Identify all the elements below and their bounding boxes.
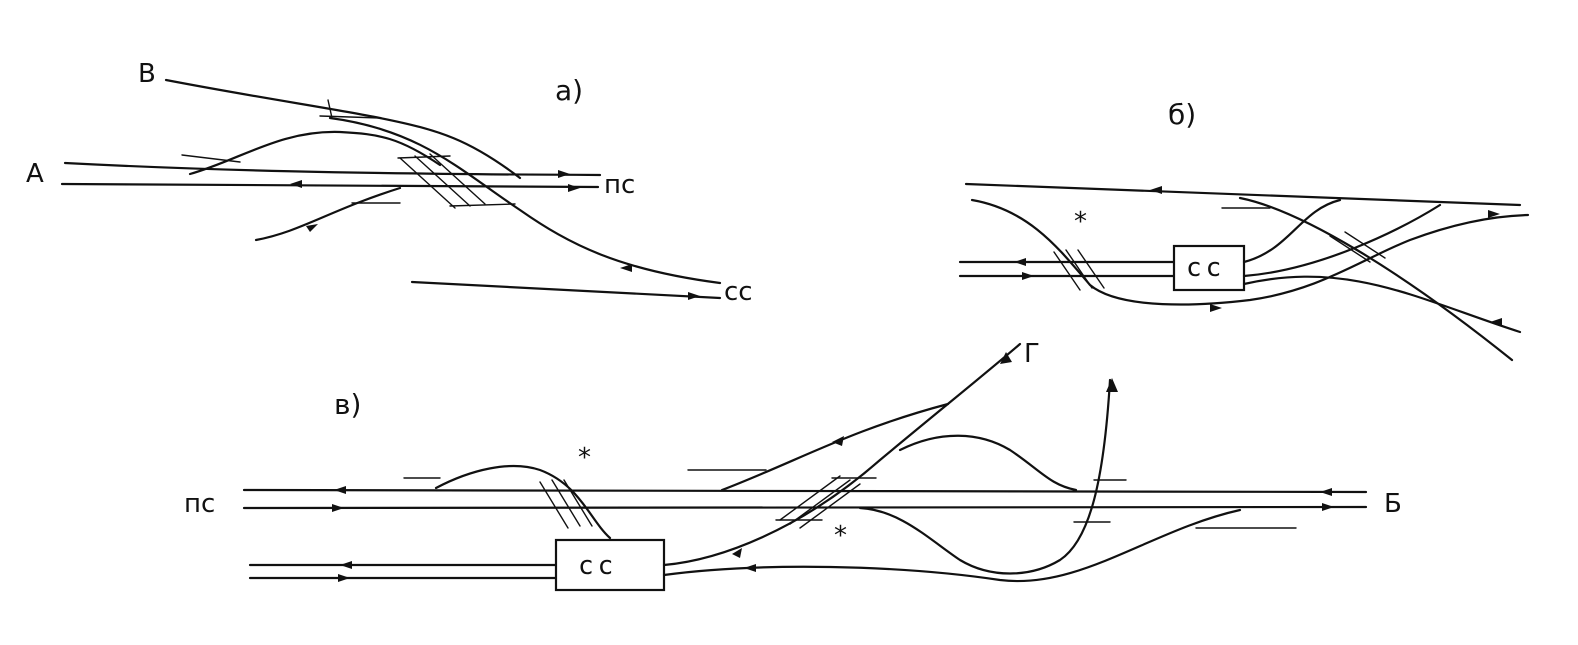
ladder-2 [414, 155, 471, 207]
ladder-b-1 [1053, 251, 1081, 291]
arrow-v-3 [1320, 488, 1332, 496]
track-b-diag-3 [1242, 275, 1522, 334]
track-v-hump-1 [434, 464, 612, 540]
ladder-b-5 [1344, 231, 1386, 259]
panel-b-label: б) [1168, 98, 1196, 131]
ladder-v-1 [539, 481, 569, 529]
arrow-a-6 [306, 224, 318, 232]
ladder-v-4 [779, 475, 841, 521]
arrow-v-1 [334, 486, 346, 494]
arrow-b-2 [1488, 210, 1500, 218]
panel-v-note-top: * [578, 443, 591, 473]
node-ss-label: сс [724, 277, 753, 307]
arrow-b-5 [1210, 304, 1222, 312]
panel-v-note-bottom: * [834, 521, 847, 551]
panel-v: в) пс Б Г * * сс [184, 339, 1402, 592]
arrow-v-5 [732, 548, 742, 558]
signal-stub-1 [181, 154, 241, 163]
arrow-a-2 [558, 170, 570, 178]
panel-b-note: * [1074, 207, 1087, 237]
node-b-label: Б [1384, 489, 1402, 519]
ladder-v-3 [563, 479, 593, 527]
node-v-ps-label: пс [184, 489, 215, 519]
track-b-diag-2 [1242, 203, 1442, 278]
track-v-main-1 [242, 488, 1368, 494]
node-v-label: В [138, 59, 156, 89]
track-v-dip [858, 378, 1112, 575]
track-v-hump-2 [898, 434, 1078, 492]
ladder-3 [429, 153, 486, 205]
panel-v-label: в) [334, 388, 361, 421]
track-hump-down [254, 186, 402, 242]
track-b-curve [970, 198, 1530, 306]
arrow-v-10 [340, 561, 352, 569]
ss-box-b [1172, 244, 1246, 292]
node-ps-label: пс [604, 170, 635, 200]
track-b-diag-4 [1238, 196, 1514, 362]
ladder-b-3 [1077, 249, 1105, 289]
track-b-diag-1 [1242, 198, 1342, 264]
track-v-main-2 [242, 505, 1368, 510]
panel-a-label: а) [555, 74, 583, 107]
ladder-v-5 [789, 479, 851, 525]
arrow-b-3 [1014, 258, 1026, 266]
panel-a: а) В А пс сс [26, 59, 753, 307]
arrow-v-8 [832, 436, 844, 446]
node-a-label: А [26, 159, 44, 189]
arrow-b-1 [1150, 186, 1162, 194]
track-v-to-ss-lower [328, 116, 722, 285]
arrow-v-7 [1106, 378, 1118, 392]
track-a-upper [63, 161, 602, 177]
signal-stub-4 [319, 115, 381, 119]
arrow-a-4 [620, 264, 632, 272]
ladder-top [397, 155, 451, 159]
arrow-v-2 [332, 504, 344, 512]
arrow-a-3 [568, 184, 580, 192]
track-v-to-g [662, 342, 1022, 567]
arrow-v-4 [1322, 503, 1334, 511]
arrow-b-4 [1022, 272, 1034, 280]
arrow-b-6 [1490, 318, 1502, 326]
ss-box-v-label: сс [578, 551, 617, 581]
arrow-a-5 [688, 292, 700, 300]
track-ss-bottom [410, 280, 722, 300]
node-g-label: Г [1024, 339, 1040, 369]
ss-box-b-label: сс [1186, 253, 1225, 283]
ladder-b-4 [1329, 235, 1371, 263]
arrow-v-9 [744, 564, 756, 572]
arrow-v-11 [338, 574, 350, 582]
track-b-top [964, 182, 1522, 207]
arrow-v-6 [1000, 352, 1012, 364]
track-v-bottom [662, 508, 1242, 583]
ladder-1 [399, 157, 456, 209]
panel-b: б) * сс [958, 98, 1530, 362]
track-hump-up [188, 130, 442, 176]
track-a-lower [60, 182, 600, 189]
ladder-b-2 [1065, 249, 1093, 289]
signal-stub-2 [327, 99, 333, 119]
ladder-v-2 [551, 479, 581, 527]
ladder-bot [449, 203, 516, 207]
track-v-to-g-2 [720, 402, 950, 492]
arrow-a-1 [290, 180, 302, 188]
ss-box-v [554, 538, 666, 592]
